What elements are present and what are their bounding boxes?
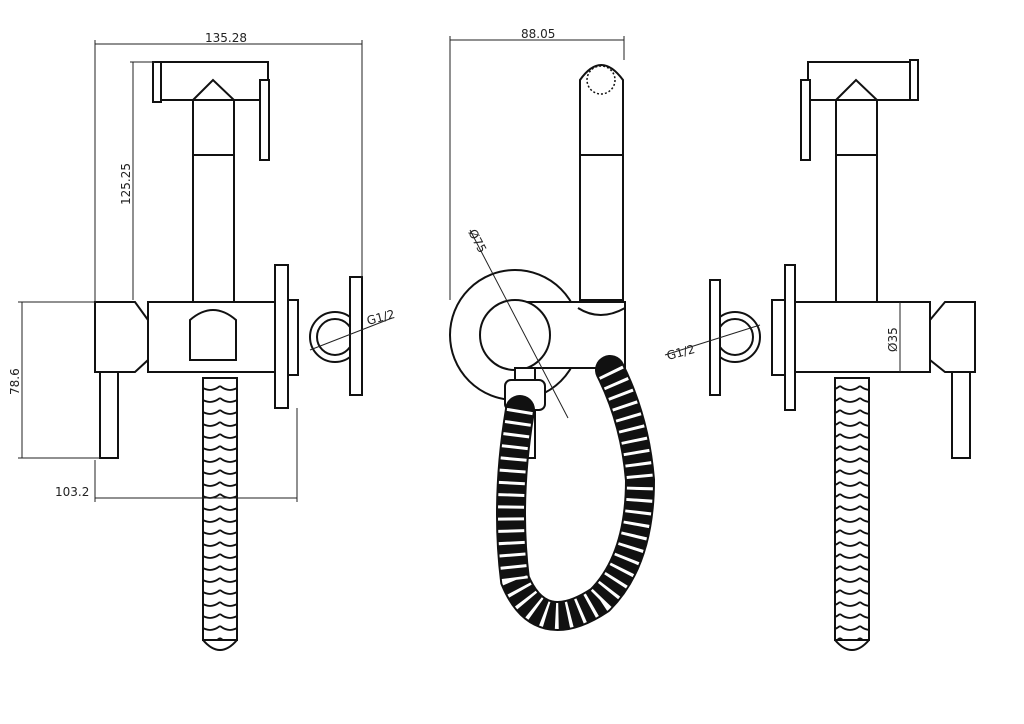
hose bbox=[202, 377, 238, 641]
handle-pipe bbox=[192, 154, 235, 303]
dim-75: Ø75 bbox=[465, 227, 489, 255]
front-view: 88.05 Ø75 bbox=[449, 27, 656, 631]
hose bbox=[834, 377, 870, 641]
wall-flange bbox=[784, 264, 796, 411]
spout-head bbox=[807, 61, 916, 101]
side-view-left: 135.28 125.25 78.6 103.2 G1/2 bbox=[8, 31, 396, 651]
dim-88: 88.05 bbox=[521, 27, 555, 41]
dim-103: 103.2 bbox=[55, 485, 89, 499]
handle-pipe bbox=[835, 154, 878, 303]
hand-shower bbox=[579, 64, 624, 301]
thread-right: G1/2 bbox=[665, 342, 696, 363]
wall-plate bbox=[349, 276, 363, 396]
handle-block bbox=[94, 301, 149, 373]
wall-flange bbox=[274, 264, 289, 409]
lever bbox=[951, 371, 971, 459]
wall-plate bbox=[709, 279, 721, 396]
dim-78: 78.6 bbox=[8, 368, 22, 395]
valve-body bbox=[147, 301, 284, 373]
side-view-right: G1/2 Ø35 bbox=[664, 59, 976, 651]
dim-135: 135.28 bbox=[205, 31, 247, 45]
valve-knob bbox=[479, 299, 551, 371]
thread-left: G1/2 bbox=[365, 307, 396, 328]
dim-35: Ø35 bbox=[886, 327, 900, 352]
lever bbox=[99, 371, 119, 459]
dim-125: 125.25 bbox=[119, 163, 133, 205]
handle-block bbox=[929, 301, 976, 373]
valve-body bbox=[789, 301, 931, 373]
